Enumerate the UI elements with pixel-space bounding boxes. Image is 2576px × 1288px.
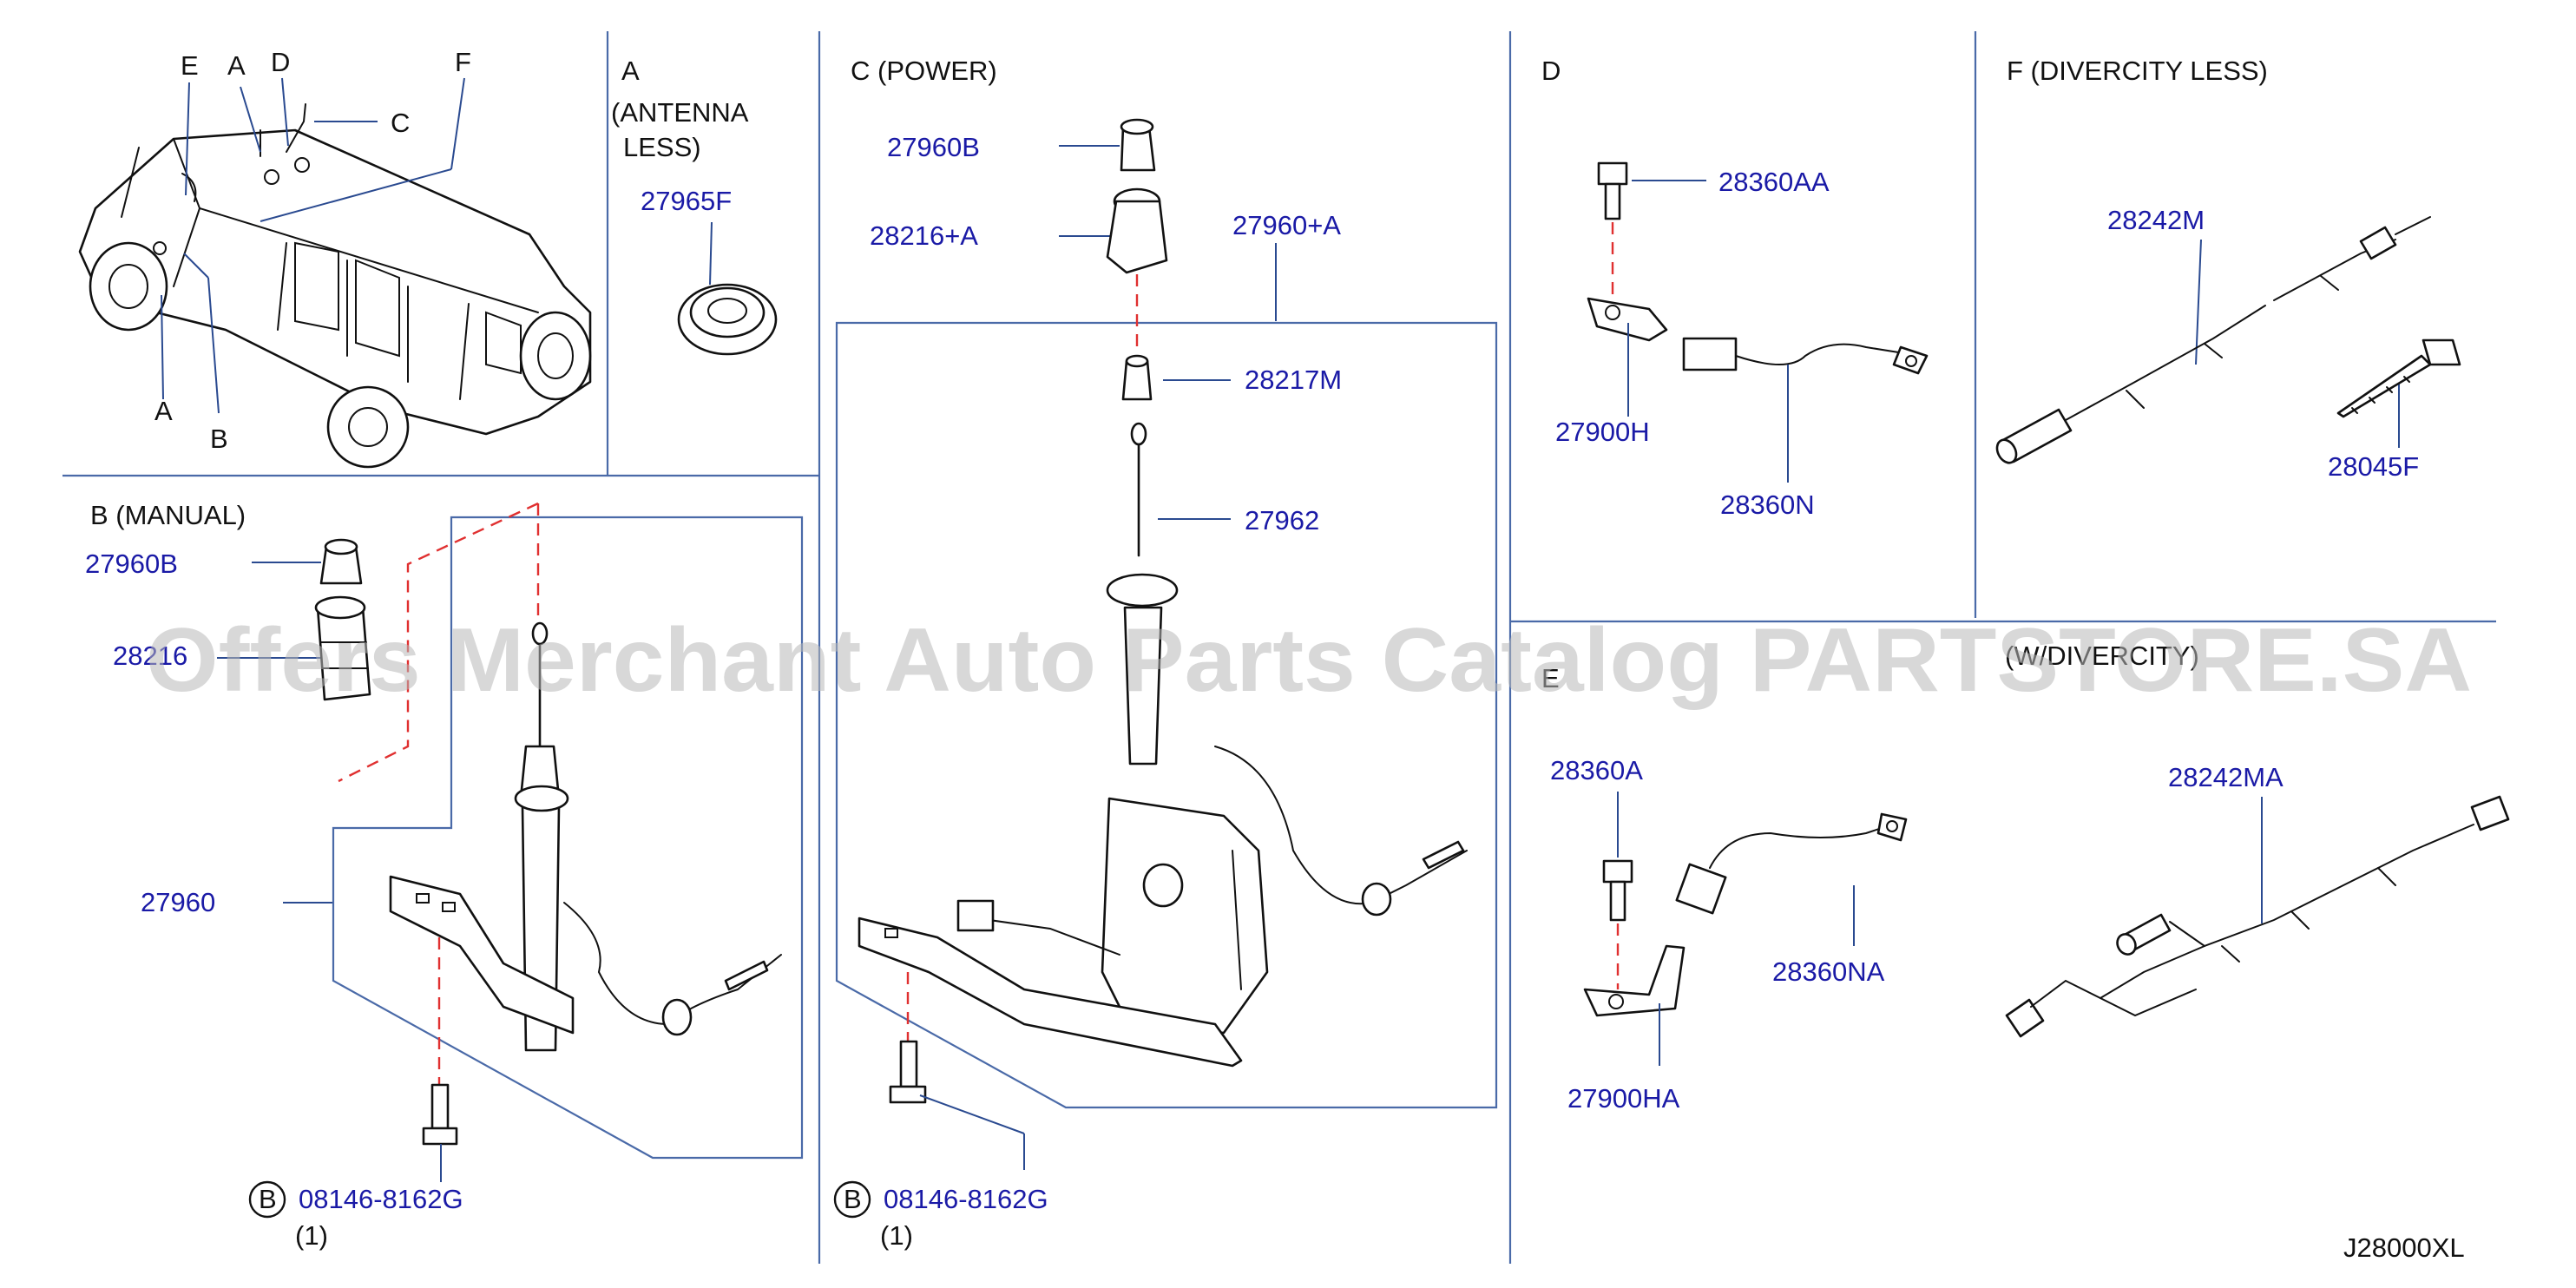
part-d-27900H-label: 27900H	[1555, 417, 1650, 447]
part-e-28360NA-label: 28360NA	[1772, 956, 1885, 987]
part-f-28242M-label: 28242M	[2107, 205, 2205, 235]
part-c-qty: (1)	[880, 1220, 913, 1251]
panel-a-letter: A	[621, 56, 640, 86]
part-b-27960-label: 27960	[141, 887, 215, 917]
panel-e: E 28360A 28360NA 27900HA	[1541, 663, 1908, 1114]
panel-dividers	[62, 31, 2496, 1264]
manual-bracket	[389, 875, 575, 1035]
location-letter-f: F	[455, 47, 471, 77]
diversity-feeder-28242M	[1995, 216, 2431, 464]
vehicle-illustration	[78, 103, 592, 469]
power-bracket	[858, 917, 1243, 1068]
panel-w-divercity-header: (W/DIVERCITY)	[2005, 641, 2199, 671]
panel-w-divercity: (W/DIVERCITY) 28242MA	[2005, 641, 2510, 1038]
part-f-28045F-label: 28045F	[2328, 451, 2419, 482]
cap-27960B	[319, 538, 363, 585]
part-c-27960B-label: 27960B	[887, 132, 980, 162]
part-c-28217M-label: 28217M	[1245, 365, 1342, 395]
bolt-b	[422, 1083, 458, 1146]
manual-feeder-cable	[563, 902, 782, 1036]
part-27965F-label: 27965F	[641, 186, 732, 216]
location-letter-a-top: A	[227, 50, 246, 81]
panel-a-note-line2: LESS)	[623, 132, 701, 162]
ground-strap-28360NA	[1675, 812, 1908, 915]
insulator-28216A	[1106, 187, 1168, 274]
panel-d: D 28360AA 27900H 28360N	[1541, 56, 1929, 520]
bolt-d	[1597, 161, 1628, 220]
power-antenna-mast	[1106, 422, 1179, 766]
ground-strap-28360N	[1682, 337, 1929, 375]
part-c-28216A-label: 28216+A	[870, 220, 978, 251]
part-b-27960B-label: 27960B	[85, 549, 178, 579]
grommet-27965F	[677, 283, 778, 356]
cap-c-27960B	[1120, 118, 1156, 172]
bolt-symbol-c: B	[833, 1180, 871, 1219]
panel-f-header: F (DIVERCITY LESS)	[2007, 56, 2268, 86]
bolt-symbol-c-letter: B	[844, 1184, 862, 1214]
bracket-27900H	[1587, 297, 1668, 342]
diversity-feeder-28242MA	[2005, 795, 2510, 1038]
bolt-symbol-b-letter: B	[259, 1184, 277, 1214]
location-letter-c: C	[391, 108, 410, 138]
panel-b: B (MANUAL) 27960B 28216 27960	[85, 500, 804, 1251]
bolt-e	[1602, 859, 1633, 922]
bracket-27900HA	[1583, 944, 1686, 1017]
part-e-28360A-label: 28360A	[1550, 755, 1643, 785]
part-g-28242MA-label: 28242MA	[2168, 762, 2284, 792]
panel-c: C (POWER) 27960B 28216+A 27960+A 28217M …	[833, 56, 1498, 1251]
panel-b-header: B (MANUAL)	[90, 500, 246, 530]
location-letter-a-bottom: A	[154, 396, 173, 426]
location-letter-e: E	[181, 50, 199, 81]
power-antenna-motor	[1101, 797, 1269, 1035]
part-b-qty: (1)	[295, 1220, 328, 1251]
panel-c-header: C (POWER)	[851, 56, 997, 86]
part-b-bolt-label: 08146-8162G	[299, 1184, 463, 1214]
location-leaders	[161, 77, 465, 414]
part-b-28216-label: 28216	[113, 641, 187, 671]
location-letter-b: B	[210, 424, 228, 454]
panel-a-note-line1: (ANTENNA	[611, 97, 749, 128]
diagram-code: J28000XL	[2343, 1232, 2465, 1263]
part-c-27962-label: 27962	[1245, 505, 1319, 536]
part-d-28360N-label: 28360N	[1720, 490, 1815, 520]
part-c-bolt-label: 08146-8162G	[884, 1184, 1048, 1214]
clip-28045F	[2336, 338, 2461, 418]
part-d-28360AA-label: 28360AA	[1718, 167, 1830, 197]
panel-f: F (DIVERCITY LESS) 28242M 28045F	[1995, 56, 2461, 482]
watermark: Offers Merchant Auto Parts Catalog PARTS…	[146, 610, 2472, 711]
panel-d-header: D	[1541, 56, 1561, 86]
panel-a: A (ANTENNA LESS) 27965F	[611, 56, 778, 356]
nut-28217M	[1121, 354, 1153, 401]
vehicle-location-panel: E A D C F A B	[78, 47, 592, 469]
location-letter-d: D	[271, 47, 290, 77]
part-c-27960A-label: 27960+A	[1232, 210, 1341, 240]
part-e-27900HA-label: 27900HA	[1567, 1083, 1680, 1114]
bolt-symbol-b: B	[248, 1180, 286, 1219]
bolt-c	[889, 1040, 927, 1104]
insulator-28216	[314, 595, 371, 701]
panel-e-header: E	[1541, 663, 1560, 693]
power-harness	[956, 746, 1468, 956]
